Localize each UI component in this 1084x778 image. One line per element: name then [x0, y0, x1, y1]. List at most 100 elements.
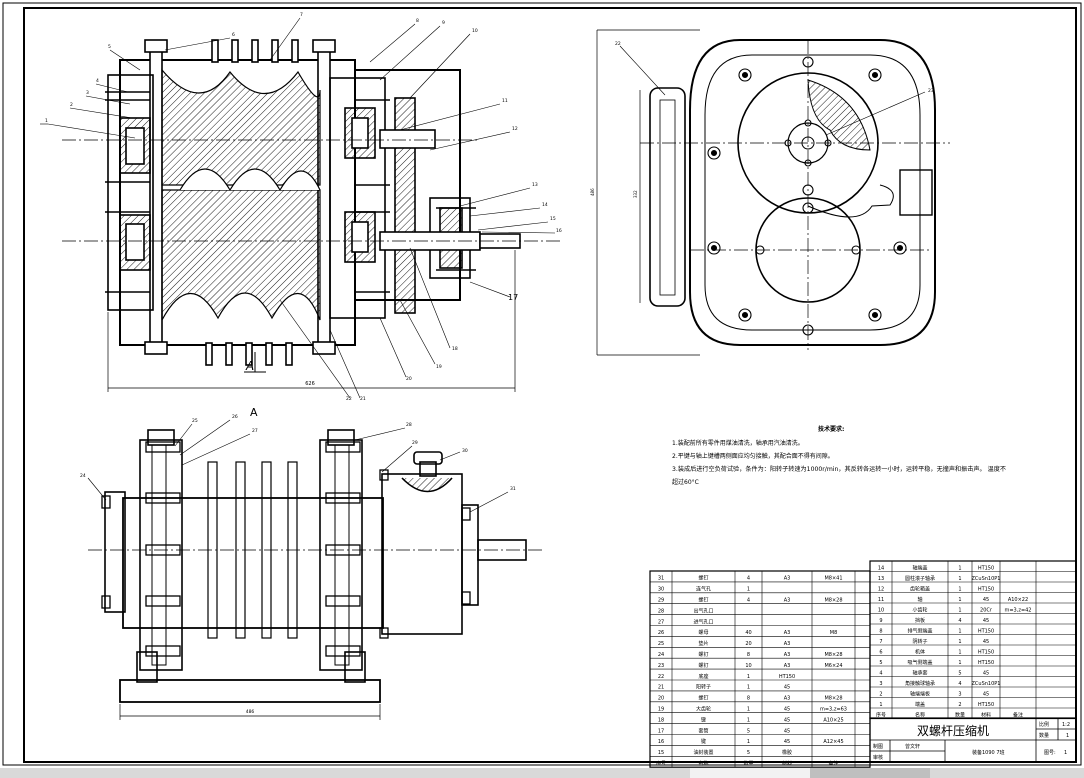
leader-lines-main: [40, 17, 556, 399]
balloon-11: 11: [502, 98, 508, 104]
balloon-19: 19: [436, 364, 442, 370]
bom-left-cell: 20: [658, 696, 664, 702]
bom-right-cell: 3: [879, 681, 882, 687]
bom-left-cell: 16: [658, 739, 664, 745]
bom-right-cell: HT150: [978, 628, 994, 634]
bom-left-cell: 1: [747, 717, 750, 723]
bom-left-cell: 键: [701, 738, 706, 745]
bom-left-cell: A3: [784, 630, 791, 636]
view-a-balloon-26: 26: [232, 414, 238, 420]
bom-left-cell: 5: [747, 750, 750, 756]
balloon-21: 21: [360, 396, 366, 402]
bom-left-cell: 进气孔口: [693, 618, 713, 625]
balloon-numbers-main: 1 2 3 4 5 6 7 8 9 10 11 12 13 14 15 16 1…: [45, 12, 562, 402]
quantity-label: 数量: [1039, 732, 1049, 739]
quantity-value: 1: [1066, 733, 1069, 739]
bom-right-cell: 2: [958, 702, 961, 708]
balloon-7: 7: [300, 12, 303, 18]
bom-right-cell: 9: [879, 618, 882, 624]
main-section-view: [105, 39, 521, 366]
bom-left-cell: 18: [658, 717, 664, 723]
bom-right-cell: HT150: [978, 649, 994, 655]
bom-right-cell: 45: [983, 639, 989, 645]
side-height-dimension: 486: [590, 188, 595, 196]
bom-left-cell: HT150: [779, 674, 795, 680]
drawing-no-label: 图号:: [1044, 750, 1056, 756]
side-balloon-22: 22: [615, 41, 621, 47]
bom-right-cell: 20Cr: [980, 607, 993, 613]
view-a-balloon-31: 31: [510, 486, 516, 492]
side-inner-dimension: 332: [633, 190, 638, 198]
bom-right-cell: 13: [878, 576, 884, 582]
bom-left-header-cell: 名称: [698, 760, 708, 767]
bom-left-cell: 出气孔口: [693, 607, 713, 614]
drawing-no-value: 1: [1064, 750, 1067, 756]
bom-right-header-cell: 名称: [915, 711, 925, 718]
bom-right-cell: 阴转子: [912, 638, 927, 645]
bom-left-cell: 24: [658, 652, 664, 658]
balloon-12: 12: [512, 126, 518, 132]
bom-left-header-cell: 序号: [656, 760, 666, 767]
bom-right-header-cell: 序号: [876, 711, 886, 718]
bom-left-cell: A3: [784, 696, 791, 702]
notes-line-3: 3.装成后进行空负荷试验，条件为：阳转子转速为1000r/min，其反转各运转一…: [672, 465, 1006, 473]
inner-border: [23, 7, 1077, 763]
view-a: [101, 429, 527, 703]
section-arrow: [244, 352, 266, 373]
bom-left-cell: 45: [784, 717, 790, 723]
bom-left-header-cell: 材料: [782, 760, 792, 767]
balloon-17: 17: [508, 293, 518, 302]
bom-left-cell: 4: [747, 576, 750, 582]
bom-right-cell: 1: [958, 576, 961, 582]
bom-left-cell: 套筒: [698, 727, 708, 734]
bom-left-cell: 8: [747, 696, 750, 702]
bom-right-cell: 5: [958, 670, 961, 676]
bom-left-cell: 17: [658, 728, 664, 734]
bom-right-cell: 挡板: [915, 617, 925, 624]
bom-right-cell: 轴端盖: [912, 564, 927, 571]
bom-left-cell: M8×28: [824, 696, 842, 702]
bom-left-cell: 8: [747, 652, 750, 658]
bom-left-cell: 23: [658, 663, 664, 669]
bom-left-cell: M8×28: [824, 652, 842, 658]
technical-notes: 技术要求: 1.装配前所有零件用煤油清洗，轴承用汽油清洗。 2.平键与轴上键槽两…: [672, 425, 1006, 486]
bom-left-cell: 1: [747, 707, 750, 713]
bom-left-cell: m=3,z=63: [820, 707, 847, 713]
bom-left-cell: 45: [784, 739, 790, 745]
balloon-4: 4: [96, 78, 99, 84]
bottom-cooling-fins: [205, 342, 293, 366]
bom-left-cell: 1: [747, 674, 750, 680]
balloon-18: 18: [452, 346, 458, 352]
base-length-dimension: 486: [246, 709, 255, 715]
balloon-2: 2: [70, 102, 73, 108]
bom-right-cell: 1: [958, 586, 961, 592]
bom-right-cell: 1: [958, 649, 961, 655]
side-bolts: [707, 56, 907, 336]
bom-right-cell: 8: [879, 628, 882, 634]
bom-right-cell: 5: [879, 660, 882, 666]
side-balloon-23: 23: [928, 88, 934, 94]
balloon-3: 3: [86, 90, 89, 96]
strip-segment-light: [690, 768, 810, 778]
checked-label: 审核: [873, 754, 883, 761]
bom-left-cell: 螺钉: [698, 695, 708, 702]
bom-left-cell: 底座: [698, 673, 708, 680]
bom-left-cell: 1: [747, 739, 750, 745]
center-lines-main: [62, 139, 560, 242]
bom-right-cell: ZCuSn10P1: [972, 681, 1001, 687]
bom-right-cell: 端盖: [915, 701, 925, 708]
bom-right-cell: 45: [983, 597, 989, 603]
bom-left-header-cell: 备注: [828, 760, 838, 767]
bom-left-cell: 19: [658, 707, 664, 713]
bom-right-cell: 1: [958, 639, 961, 645]
bom-left-cell: 45: [784, 685, 790, 691]
bom-left-cell: 键: [701, 716, 706, 723]
bottom-status-strip: [0, 768, 1084, 778]
view-a-balloon-29: 29: [412, 440, 418, 446]
view-a-balloon-27: 27: [252, 428, 258, 434]
bom-left-cell: 阳转子: [696, 684, 711, 691]
bom-left-cell: 45: [784, 728, 790, 734]
view-a-label: A: [250, 406, 258, 419]
bom-right-cell: 45: [983, 670, 989, 676]
